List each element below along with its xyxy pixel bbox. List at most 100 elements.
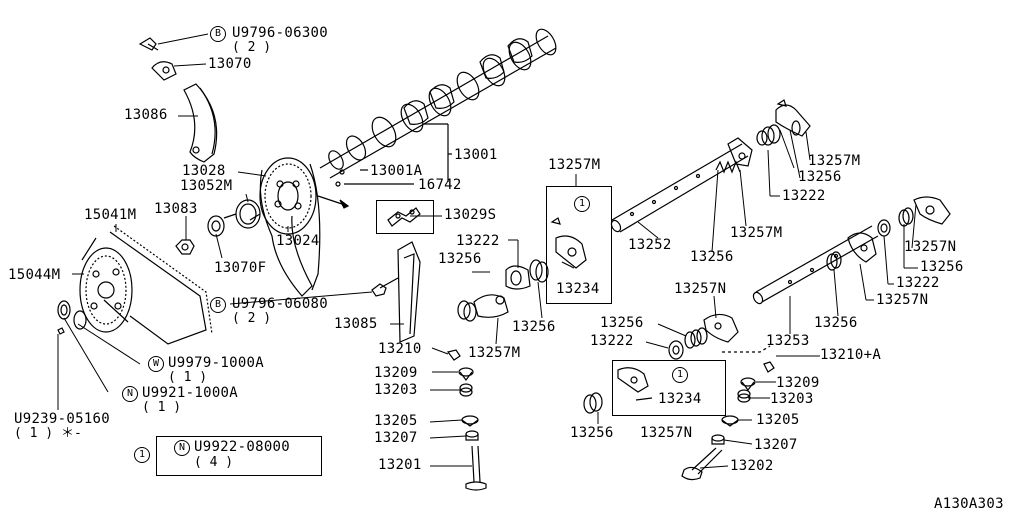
label-13222-left: 13222	[456, 233, 500, 249]
label-13257n-bottom: 13257N	[640, 425, 693, 441]
guide-13207-b-drawing	[712, 435, 724, 444]
spring-13203-drawing	[460, 384, 472, 396]
bracket-13029s-drawing	[384, 204, 424, 228]
label-13257m-left: 13257M	[468, 345, 521, 361]
bolt-13210-drawing	[448, 350, 460, 360]
label-13070: 13070	[208, 56, 252, 72]
label-13203-left: 13203	[374, 382, 418, 398]
washer-u9979-drawing	[74, 311, 86, 329]
retainer-13209-drawing	[459, 368, 473, 380]
label-13207-left: 13207	[374, 430, 418, 446]
qty-u9979-1000a: ( 1 )	[168, 370, 208, 385]
valve-13201-drawing	[466, 446, 486, 490]
marker-one-box-n: 1	[672, 367, 688, 383]
label-13205-right: 13205	[756, 412, 800, 428]
spring-13256-d-drawing	[685, 328, 707, 348]
plate-13070-drawing	[152, 62, 176, 80]
qty-u9922-08000: ( 4 )	[194, 455, 234, 470]
rocker-shaft-13253-drawing	[752, 226, 878, 305]
spring-13203-b-drawing	[738, 390, 750, 402]
label-13203-right: 13203	[770, 391, 814, 407]
spring-13256-g-drawing	[584, 393, 602, 413]
rocker-13257m-a-drawing	[776, 100, 810, 136]
label-13201: 13201	[378, 457, 422, 473]
label-u9239-05160: U9239-05160	[14, 411, 111, 427]
callout-box-13029s	[376, 200, 434, 234]
rocker-13257n-c-drawing	[704, 314, 738, 342]
marker-one-left: 1	[134, 447, 150, 463]
qty-u9796-06300: ( 2 )	[232, 40, 272, 55]
label-13234-box-n: 13234	[658, 391, 702, 407]
crank-sprocket-15044m-drawing	[80, 248, 132, 332]
marker-b-1: B	[210, 26, 226, 42]
label-u9922-08000: U9922-08000	[194, 439, 291, 455]
label-13024: 13024	[276, 233, 320, 249]
label-13256-left-b: 13256	[512, 319, 556, 335]
support-13222-d-drawing	[669, 341, 683, 359]
label-13256-top: 13256	[798, 169, 842, 185]
label-13222-top: 13222	[782, 188, 826, 204]
support-13222-c-drawing	[878, 220, 890, 236]
leader-lines	[58, 34, 918, 468]
marker-b-2: B	[210, 297, 226, 313]
label-13257n-mid: 13257N	[674, 281, 727, 297]
spring-13256-a-drawing	[458, 301, 476, 321]
guide-13207-drawing	[466, 431, 478, 440]
rocker-shaft-13252-drawing	[610, 144, 748, 233]
key-u9239-drawing	[58, 328, 64, 334]
cam-sprocket-13024-drawing	[260, 158, 320, 296]
label-13085: 13085	[334, 316, 378, 332]
label-13257n-right-b: 13257N	[876, 292, 929, 308]
label-15044m: 15044M	[8, 267, 61, 283]
label-13086: 13086	[124, 107, 168, 123]
label-13222-mid: 13222	[590, 333, 634, 349]
label-13256-left-a: 13256	[438, 251, 482, 267]
rocker-13257m-b-drawing	[728, 138, 752, 166]
label-13209-left: 13209	[374, 365, 418, 381]
seat-13205-drawing	[462, 416, 478, 426]
label-13222-right: 13222	[896, 275, 940, 291]
label-u9979-1000a: U9979-1000A	[168, 355, 265, 371]
timing-chain-15041m-drawing	[82, 226, 212, 344]
label-13257n-right-a: 13257N	[904, 239, 957, 255]
spring-13256-e-drawing	[899, 208, 913, 226]
rocker-13257n-a-drawing	[914, 197, 950, 224]
tensioner-13085-drawing	[398, 242, 420, 342]
label-13210: 13210	[378, 341, 422, 357]
seat-13205-b-drawing	[722, 416, 738, 426]
label-u9921-1000a: U9921-1000A	[142, 385, 239, 401]
marker-one-box-m: 1	[574, 196, 590, 212]
spacer-13070f-drawing	[208, 216, 224, 236]
label-13083: 13083	[154, 201, 198, 217]
callout-box-13257m	[546, 186, 612, 304]
washer-13052m-drawing	[224, 200, 260, 228]
retainer-13209-b-drawing	[741, 378, 755, 390]
label-13252: 13252	[628, 237, 672, 253]
spring-13256-b-drawing	[530, 260, 548, 282]
label-13207-right: 13207	[754, 437, 798, 453]
label-13257m-top: 13257M	[808, 153, 861, 169]
qty-u9921-1000a: ( 1 )	[142, 400, 182, 415]
spring-13256-c-drawing	[716, 162, 740, 172]
support-13222-b-drawing	[757, 131, 767, 145]
rocker-13257n-box-drawing	[618, 368, 652, 400]
label-13256-mid-b: 13256	[600, 315, 644, 331]
qty-u9239-05160: ( 1 ) ＊-	[14, 426, 82, 441]
label-13202: 13202	[730, 458, 774, 474]
rocker-13257n-b-drawing	[848, 233, 876, 262]
qty-u9796-06080: ( 2 )	[232, 311, 272, 326]
label-13205-left: 13205	[374, 413, 418, 429]
label-13001a: 13001A	[370, 163, 423, 179]
guide-13086-drawing	[184, 84, 217, 162]
camshaft-13001-drawing	[320, 26, 560, 178]
callout-box-13257n	[612, 360, 726, 416]
label-13028: 13028	[182, 163, 226, 179]
label-u9796-06300: U9796-06300	[232, 25, 329, 41]
label-13210a: 13210+A	[820, 347, 882, 363]
label-13070f: 13070F	[214, 260, 267, 276]
label-13256-right-a: 13256	[920, 259, 964, 275]
label-13256-mid: 13256	[690, 249, 734, 265]
spring-13256-f-drawing	[827, 252, 841, 270]
label-13001: 13001	[454, 147, 498, 163]
